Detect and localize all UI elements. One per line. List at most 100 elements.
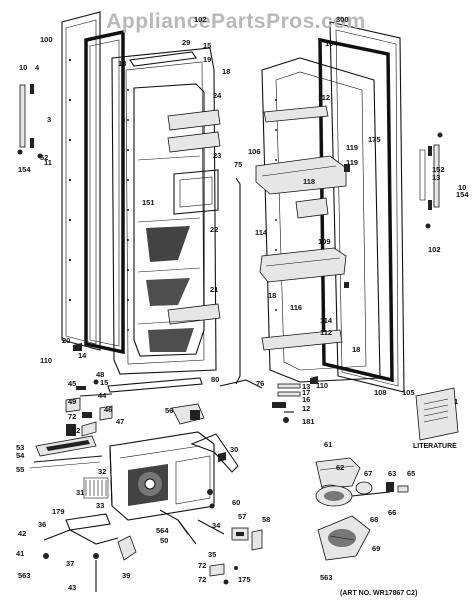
callout-37: 37 <box>66 559 74 568</box>
freezer-door-liner <box>111 47 221 375</box>
freezer-door-outer-panel <box>61 11 101 351</box>
callout-57: 57 <box>238 512 246 521</box>
callout-16: 16 <box>302 395 310 404</box>
callout-18: 18 <box>352 345 360 354</box>
callout-34: 34 <box>212 521 221 530</box>
callout-17: 17 <box>302 388 310 397</box>
callout-109: 109 <box>318 237 331 246</box>
callout-54: 54 <box>16 451 25 460</box>
callout-39: 39 <box>122 571 130 580</box>
callout-18: 18 <box>118 59 126 68</box>
fresh-shelf-112-lower <box>261 329 343 351</box>
callout-13: 13 <box>302 382 310 391</box>
callout-46: 46 <box>104 405 112 414</box>
callout-42: 42 <box>18 529 26 538</box>
callout-75: 75 <box>234 160 242 169</box>
callout-179: 179 <box>52 507 65 516</box>
freezer-shelf-23 <box>167 131 221 153</box>
dispenser-panel-53-55 <box>29 435 103 469</box>
callout-13: 13 <box>432 173 440 182</box>
coupling-63-66 <box>386 482 409 493</box>
literature-booklet <box>415 387 459 441</box>
dispenser-parts-cluster-top <box>65 379 113 437</box>
callout-44: 44 <box>98 391 107 400</box>
motor-56 <box>171 403 205 425</box>
callout-10: 10 <box>19 63 27 72</box>
dispenser-housing-31 <box>83 431 215 521</box>
callout-69: 69 <box>372 544 380 553</box>
callout-18: 18 <box>268 291 276 300</box>
callout-20: 20 <box>62 336 70 345</box>
callout-19: 19 <box>203 55 211 64</box>
callout-47: 47 <box>116 417 124 426</box>
callout-11: 11 <box>44 158 52 167</box>
callout-300: 300 <box>336 15 349 24</box>
callout-119: 119 <box>346 158 358 167</box>
rod-76 <box>219 379 263 389</box>
fresh-food-handle <box>419 132 443 229</box>
callout-563: 563 <box>320 573 333 582</box>
callout-175: 175 <box>368 135 381 144</box>
cap-67 <box>355 481 373 495</box>
callout-65: 65 <box>407 469 415 478</box>
callout-23: 23 <box>213 151 221 160</box>
callout-3: 3 <box>47 115 51 124</box>
callout-53: 53 <box>16 443 24 452</box>
callout-80: 80 <box>211 375 219 384</box>
callout-112: 112 <box>320 328 332 337</box>
callout-48: 48 <box>96 370 104 379</box>
linkage-assembly <box>43 489 225 592</box>
callout-35: 35 <box>208 550 216 559</box>
fresh-food-liner <box>255 57 381 383</box>
callout-14: 14 <box>78 351 87 360</box>
callout-66: 66 <box>388 508 396 517</box>
callout-114: 114 <box>255 228 268 237</box>
callout-154: 154 <box>18 165 31 174</box>
callout-102: 102 <box>428 245 441 254</box>
callout-58: 58 <box>262 515 270 524</box>
callout-112: 112 <box>318 93 330 102</box>
ice-server-22 <box>173 169 219 215</box>
door-trim-bottom <box>107 377 203 393</box>
callout-24: 24 <box>213 91 222 100</box>
bracket-60 <box>190 433 239 473</box>
part-72b <box>223 579 229 585</box>
callout-49: 49 <box>68 397 76 406</box>
callout-60: 60 <box>232 498 240 507</box>
ice-bucket-61 <box>315 457 361 489</box>
callout-33: 33 <box>96 501 104 510</box>
freezer-shelf-24 <box>167 109 221 131</box>
auger-motor-68 <box>315 485 391 507</box>
callout-102: 102 <box>194 15 207 24</box>
callout-29: 29 <box>182 38 190 47</box>
callout-10: 10 <box>458 183 466 192</box>
callout-564: 564 <box>156 526 169 535</box>
callout-15: 15 <box>100 378 108 387</box>
callout-105: 105 <box>402 388 415 397</box>
art-number: (ART NO. WR17867 C2) <box>340 590 417 597</box>
callout-52: 52 <box>72 426 80 435</box>
callout-154: 154 <box>456 190 469 199</box>
callout-151: 151 <box>142 198 155 207</box>
callout-62: 62 <box>336 463 344 472</box>
switch-57-58 <box>231 527 263 551</box>
callout-41: 41 <box>16 549 24 558</box>
callout-61: 61 <box>324 440 332 449</box>
callout-116: 116 <box>290 303 302 312</box>
callout-22: 22 <box>210 225 218 234</box>
callout-63: 63 <box>388 469 396 478</box>
shelf-109 <box>259 247 347 283</box>
callout-30: 30 <box>230 445 238 454</box>
callout-114: 114 <box>320 316 333 325</box>
callout-45: 45 <box>68 379 76 388</box>
callout-55: 55 <box>16 465 24 474</box>
callout-31: 31 <box>76 488 84 497</box>
callout-18: 18 <box>222 67 230 76</box>
hinge-parts-right <box>272 376 318 423</box>
callout-72: 72 <box>68 412 76 421</box>
callout-15: 15 <box>203 41 211 50</box>
callout-50: 50 <box>160 536 168 545</box>
bin-118 <box>295 197 329 219</box>
